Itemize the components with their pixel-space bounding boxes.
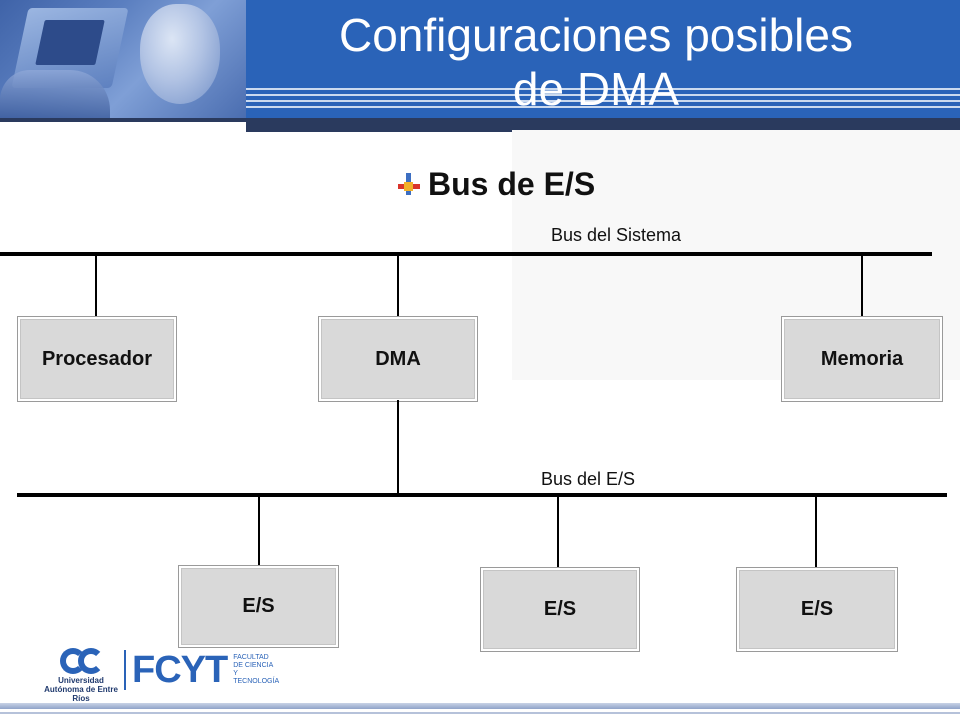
io-box-1: E/S bbox=[178, 565, 339, 648]
system-bus-line bbox=[0, 252, 932, 256]
io2-connector bbox=[557, 495, 559, 567]
slide-subtitle: Bus de E/S bbox=[428, 165, 596, 202]
bullet-icon bbox=[398, 173, 420, 195]
dma-connector-top bbox=[397, 254, 399, 316]
faculty-logo-text: FCYT bbox=[132, 648, 228, 691]
io1-connector bbox=[258, 495, 260, 565]
io-box-3: E/S bbox=[736, 567, 898, 652]
faculty-logo-subtext: FACULTAD DE CIENCIA Y TECNOLOGÍA bbox=[233, 654, 280, 685]
laptop-screen-graphic bbox=[35, 20, 105, 65]
dma-box: DMA bbox=[318, 316, 478, 402]
io3-connector bbox=[815, 495, 817, 567]
faculty-logo: FCYT FACULTAD DE CIENCIA Y TECNOLOGÍA bbox=[132, 648, 280, 692]
io-bus-line bbox=[17, 493, 947, 497]
header-bottom-bar bbox=[246, 118, 960, 132]
hand-graphic bbox=[0, 70, 110, 118]
footer-line-thin bbox=[0, 712, 960, 714]
university-logo-text: Universidad Autónoma de Entre Ríos bbox=[44, 676, 118, 703]
system-bus-label: Bus del Sistema bbox=[551, 225, 682, 245]
memory-connector bbox=[861, 254, 863, 316]
mouse-graphic bbox=[140, 4, 220, 104]
slide-title: Configuraciones posibles de DMA bbox=[246, 8, 946, 116]
header-side-bar bbox=[0, 118, 246, 122]
logo-separator bbox=[124, 650, 126, 690]
io-bus-label: Bus del E/S bbox=[541, 469, 636, 489]
footer-line bbox=[0, 703, 960, 709]
slide-title-line1: Configuraciones posibles bbox=[339, 9, 853, 61]
university-logo: Universidad Autónoma de Entre Ríos bbox=[38, 648, 124, 703]
dma-connector-bottom bbox=[397, 400, 399, 495]
io-box-2: E/S bbox=[480, 567, 640, 652]
processor-connector bbox=[95, 254, 97, 316]
header-band bbox=[246, 0, 960, 118]
header-stripes bbox=[246, 88, 960, 118]
slide-title-line2: de DMA bbox=[512, 63, 680, 115]
processor-box: Procesador bbox=[17, 316, 177, 402]
header-photo bbox=[0, 0, 246, 118]
memory-box: Memoria bbox=[781, 316, 943, 402]
subtitle-row: Bus de E/S bbox=[398, 164, 595, 204]
